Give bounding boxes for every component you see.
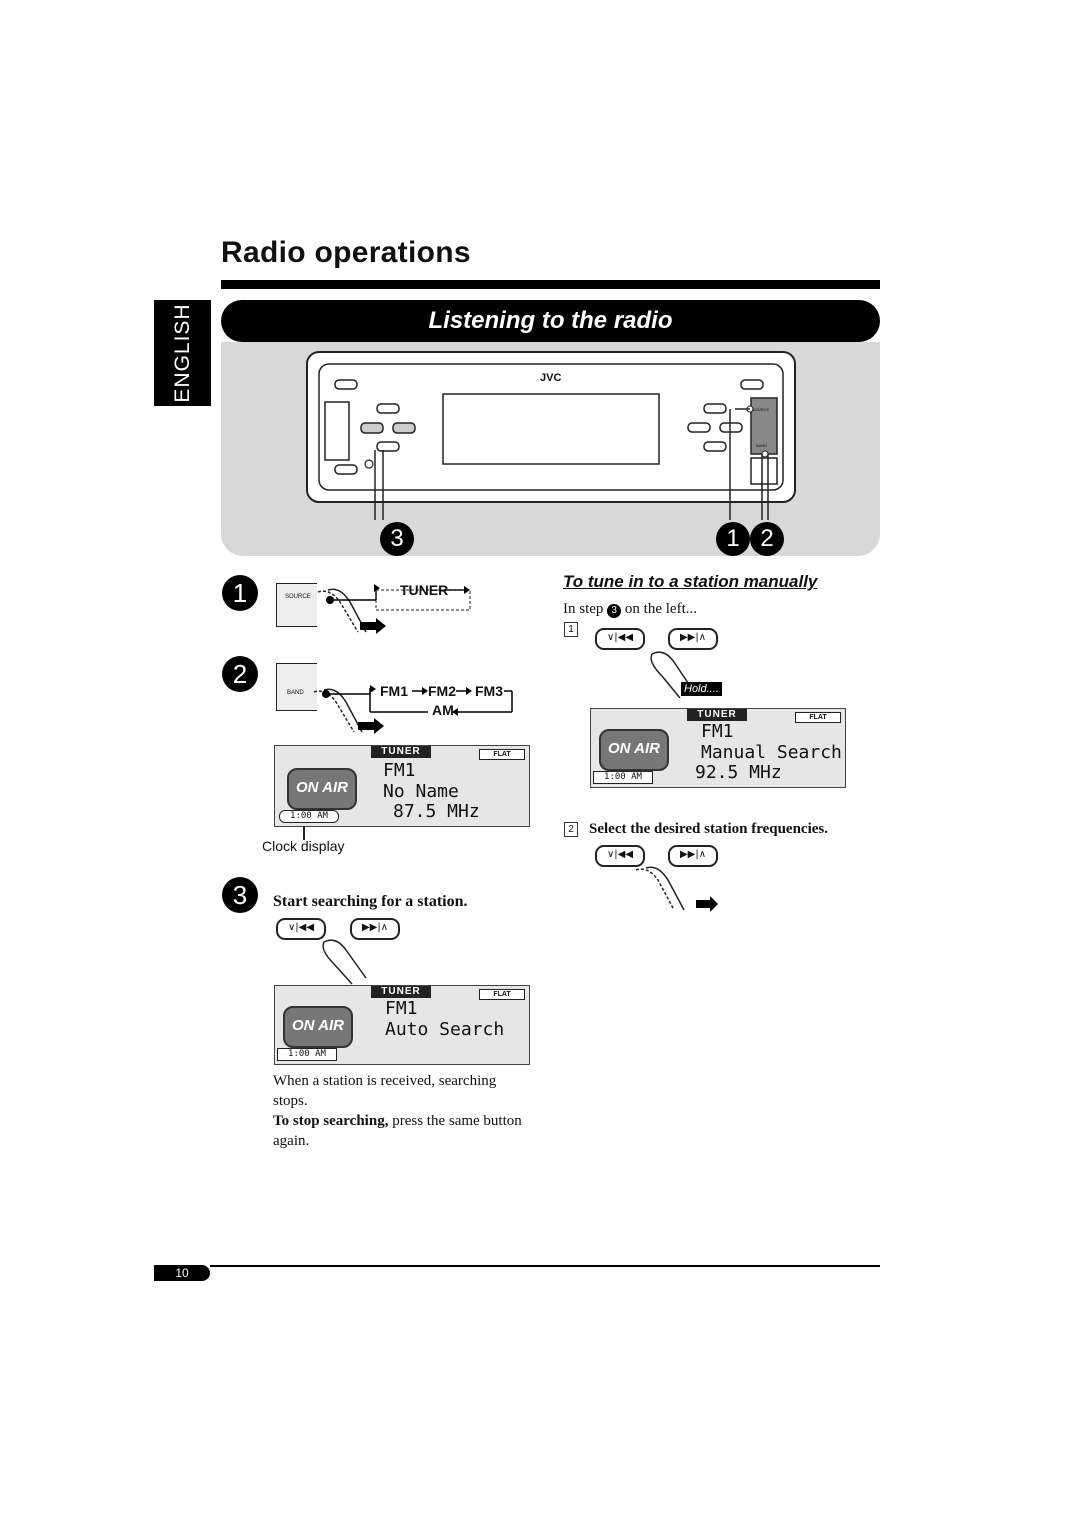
lcd-band: FM1 [383,760,416,781]
lcd-band: FM1 [385,998,418,1019]
lcd-tuner-label: TUNER [371,746,431,758]
band-button-illustration: BAND [276,663,317,711]
language-tab: ENGLISH [154,300,211,406]
step-2-number: 2 [222,656,258,692]
page-title: Radio operations [221,236,471,269]
lcd-clock: 1:00 AM [277,1048,337,1061]
callout-step-2: 2 [750,522,784,556]
finger-press-icon [650,651,695,698]
manual-heading: To tune in to a station manually [563,572,818,591]
lcd-flat-label: FLAT [795,712,841,723]
lcd-tuner-label: TUNER [371,986,431,998]
band-button-label: BAND [756,443,768,448]
tuner-result: TUNER [400,582,449,598]
band-fm2: FM2 [428,683,456,699]
substep-2: 2 [564,822,578,837]
callout-step-1: 1 [716,522,750,556]
step-3-text: Start searching for a station. [273,893,468,910]
lcd-flat-label: FLAT [479,749,525,760]
lcd-frequency: 87.5 MHz [393,801,480,822]
lcd-station-name: No Name [383,781,459,802]
clock-leader-line [303,826,305,840]
substep-1: 1 [564,622,578,637]
band-am: AM [432,702,454,718]
lcd-clock: 1:00 AM [593,771,653,784]
step-1-number: 1 [222,575,258,611]
next-button[interactable]: ▶▶|∧ [668,628,718,650]
stop-note: To stop searching, press the same button… [273,1113,522,1149]
clock-caption: Clock display [262,838,345,854]
band-fm3: FM3 [475,683,503,699]
callout-step-3: 3 [380,522,414,556]
brand-logo: JVC [540,372,562,384]
received-note: When a station is received, searching st… [273,1073,497,1109]
lcd-display-main: TUNER FLAT ON AIR FM1 No Name 87.5 MHz 1… [274,745,530,827]
on-air-icon: ON AIR [283,1006,353,1048]
finger-press-icon [635,866,718,912]
band-fm1: FM1 [380,683,408,699]
lcd-band: FM1 [701,721,734,742]
lcd-display-manual: TUNER FLAT ON AIR FM1 Manual Search 92.5… [590,708,846,788]
title-rule [221,280,880,289]
next-button[interactable]: ▶▶|∧ [668,845,718,867]
substep-2-text: Select the desired station frequencies. [589,821,828,837]
band-sequence-arrows [313,685,513,734]
lcd-clock: 1:00 AM [279,810,339,823]
prev-button[interactable]: ∨|◀◀ [595,845,645,867]
lcd-status: Auto Search [385,1019,505,1040]
on-air-icon: ON AIR [599,729,669,771]
hold-label: Hold.... [681,682,722,696]
step-3-number: 3 [222,877,258,913]
source-button-label: SOURCE [752,407,770,412]
car-stereo-illustration [306,351,796,520]
lcd-frequency: 92.5 MHz [695,762,782,783]
page-number: 10 [154,1265,210,1281]
finger-press-icon [322,939,367,985]
section-heading: Listening to the radio [221,300,880,342]
lcd-tuner-label: TUNER [687,709,747,721]
finger-press-icon [317,584,471,634]
prev-button[interactable]: ∨|◀◀ [276,918,326,940]
prev-button[interactable]: ∨|◀◀ [595,628,645,650]
in-step-note: In step 3 on the left... [563,601,697,618]
source-button-illustration: SOURCE [276,583,317,627]
on-air-icon: ON AIR [287,768,357,810]
lcd-display-auto: TUNER FLAT ON AIR FM1 Auto Search 1:00 A… [274,985,530,1065]
lcd-flat-label: FLAT [479,989,525,1000]
footer-rule [210,1265,880,1267]
lcd-status: Manual Search [701,742,842,763]
next-button[interactable]: ▶▶|∧ [350,918,400,940]
